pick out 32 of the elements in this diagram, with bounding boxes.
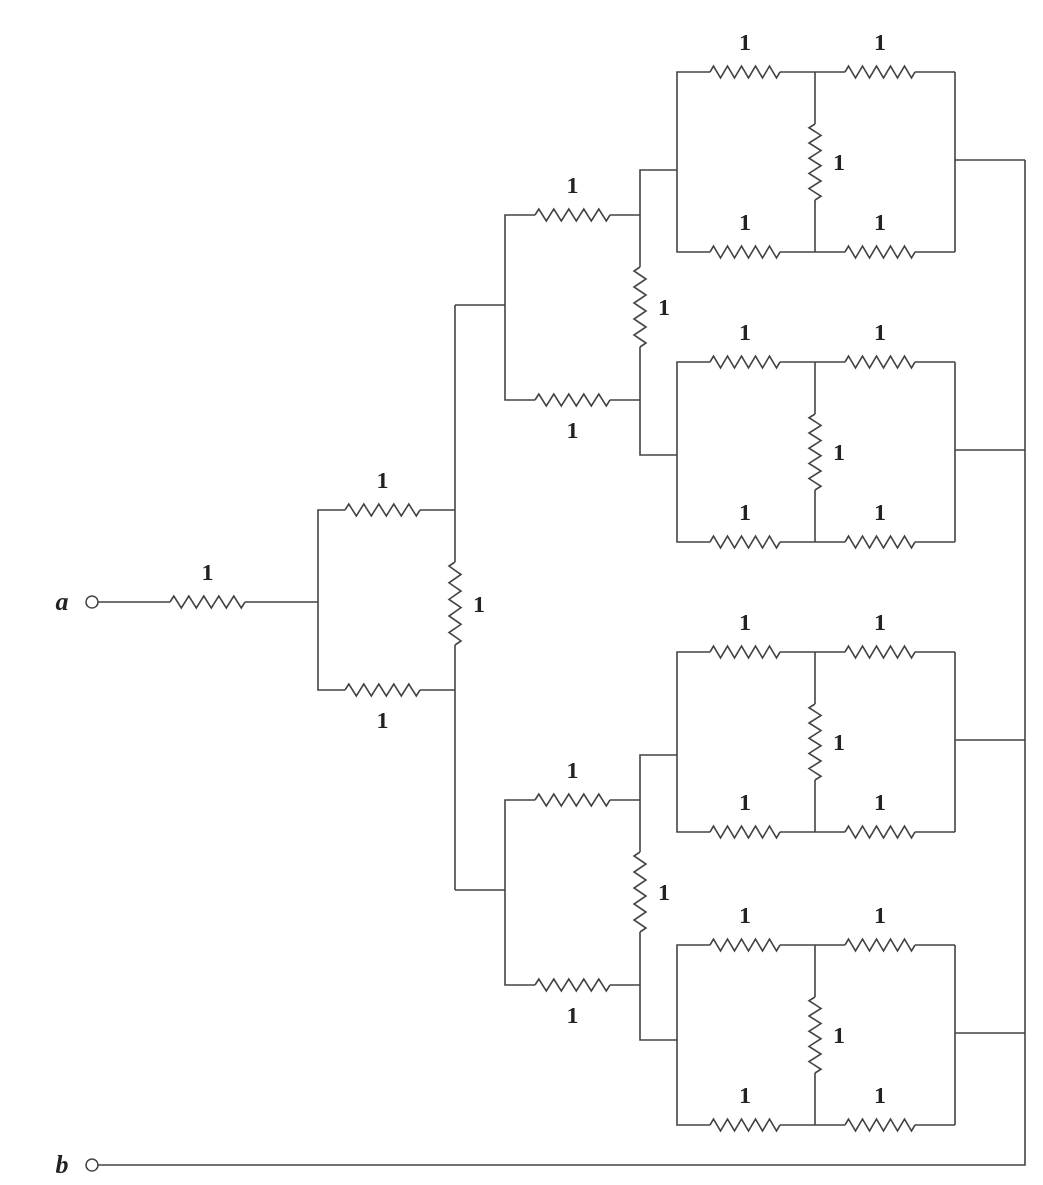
resistance-value: 1 <box>874 320 886 344</box>
resistance-value: 1 <box>833 1023 845 1047</box>
resistance-value: 1 <box>874 790 886 814</box>
resistance-value: 1 <box>376 468 389 492</box>
resistance-value: 1 <box>376 708 389 732</box>
resistance-value: 1 <box>739 500 751 524</box>
resistance-value: 1 <box>566 758 579 782</box>
resistance-value: 1 <box>874 903 886 927</box>
resistance-value: 1 <box>833 150 845 174</box>
resistance-value: 1 <box>874 30 886 54</box>
resistance-value: 1 <box>833 730 845 754</box>
resistance-value: 1 <box>874 210 886 234</box>
resistance-value: 1 <box>566 173 579 197</box>
resistance-value: 1 <box>739 790 751 814</box>
resistance-value: 1 <box>739 210 751 234</box>
resistance-value: 1 <box>739 903 751 927</box>
resistance-value: 1 <box>739 1083 751 1107</box>
terminal-label: a <box>55 589 69 615</box>
resistance-value: 1 <box>739 610 751 634</box>
resistance-value: 1 <box>833 440 845 464</box>
resistance-value: 1 <box>566 418 579 442</box>
resistance-value: 1 <box>874 500 886 524</box>
resistance-value: 1 <box>658 880 670 904</box>
resistance-value: 1 <box>201 560 214 584</box>
resistance-value: 1 <box>739 320 751 344</box>
resistance-value: 1 <box>566 1003 579 1027</box>
resistance-value: 1 <box>473 591 485 616</box>
resistance-value: 1 <box>874 1083 886 1107</box>
resistance-value: 1 <box>739 30 751 54</box>
terminal-label: b <box>55 1152 69 1178</box>
resistance-value: 1 <box>874 610 886 634</box>
resistance-value: 1 <box>658 295 670 319</box>
